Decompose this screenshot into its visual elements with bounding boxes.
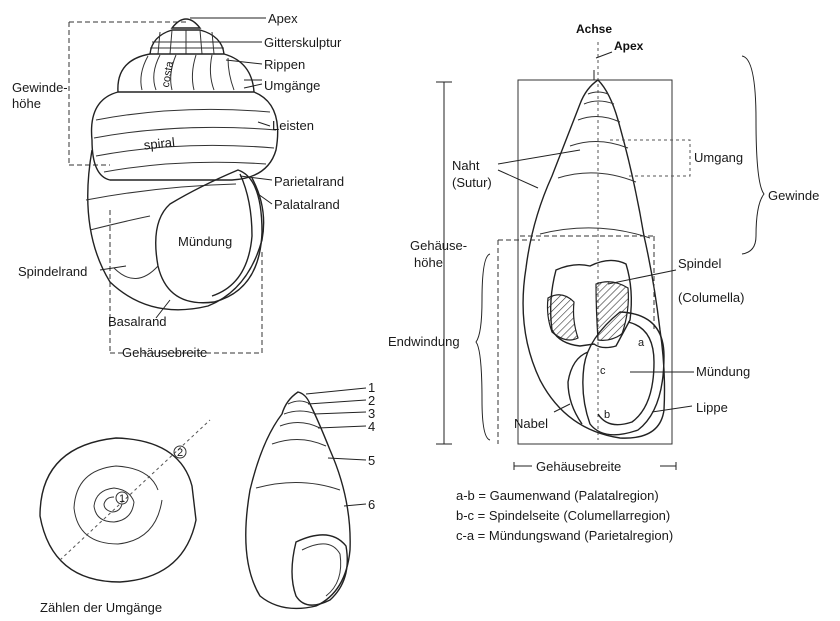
apex-leader — [594, 52, 612, 80]
gitterskulptur-label: Gitterskulptur — [264, 35, 342, 50]
legend-line-ca: c-a = Mündungswand (Parietalregion) — [456, 528, 673, 543]
spindel-leader — [608, 270, 676, 284]
gehaeusehoehe-label-1: Gehäuse- — [410, 238, 467, 253]
endwindung-brace — [476, 254, 490, 440]
gewinde-label: Gewinde — [768, 188, 819, 203]
endwindung-label: Endwindung — [388, 334, 460, 349]
last-whorl-bands — [86, 184, 236, 230]
rib-lines — [141, 55, 234, 90]
naht-leaders — [498, 150, 580, 188]
gehaeusebreite-label-a: Gehäusebreite — [122, 345, 207, 360]
counting-caption: Zählen der Umgänge — [40, 600, 162, 615]
leisten-label: Leisten — [272, 118, 314, 133]
spindle-edge — [114, 266, 158, 279]
numbered-shell-outline — [246, 392, 350, 608]
panel-d-numbered-shell: 1 2 3 4 5 6 — [246, 380, 375, 608]
point-c-label: c — [600, 365, 606, 377]
panel-b-shell: Achse Apex Naht (Sutur) Umgang Gewinde G… — [388, 22, 819, 543]
naht-label-1: Naht — [452, 158, 480, 173]
numbered-shell-lip — [302, 544, 341, 596]
lippe-label: Lippe — [696, 400, 728, 415]
gewindehoehe-label-2: höhe — [12, 96, 41, 111]
last-whorl — [88, 150, 264, 310]
body-whorl-dash — [520, 236, 656, 330]
whorl-1-number: 1 — [119, 493, 125, 505]
palatalrand-label: Palatalrand — [274, 197, 340, 212]
gehaeusebreite-label-b: Gehäusebreite — [536, 459, 621, 474]
spiral-lines — [94, 109, 276, 172]
spiral-whorl — [92, 92, 278, 180]
gewinde-bracket — [742, 56, 764, 254]
gewindehoehe-label-1: Gewinde- — [12, 80, 68, 95]
apex-label: Apex — [268, 11, 298, 26]
basalrand-label: Basalrand — [108, 314, 167, 329]
spindelrand-label: Spindelrand — [18, 264, 87, 279]
point-a-label: a — [638, 337, 645, 349]
planispiral-whorl-1 — [94, 488, 134, 522]
spiral-word: spiral — [143, 134, 176, 152]
cutaway-hatch-left — [548, 295, 579, 340]
costa-whorl — [118, 54, 254, 92]
costa-word: costa — [160, 60, 177, 89]
whorl-number-6: 6 — [368, 497, 375, 512]
spindel-label-1: Spindel — [678, 256, 721, 271]
numbered-shell-sutures — [256, 401, 340, 490]
umgang-label: Umgang — [694, 150, 743, 165]
whorl-number-4: 4 — [368, 419, 375, 434]
naht-label-2: (Sutur) — [452, 175, 492, 190]
muendung-label-b: Mündung — [696, 364, 750, 379]
panel-c-counting: 1 2 Zählen der Umgänge — [40, 420, 210, 615]
whorl-number-5: 5 — [368, 453, 375, 468]
panel-a-shell: costa spiral Apex Gitterskulptur Rippen … — [12, 11, 344, 360]
parietalrand-label: Parietalrand — [274, 174, 344, 189]
apex-cap — [172, 19, 200, 28]
shell-outline — [523, 80, 664, 438]
counting-line — [60, 420, 210, 560]
whorl-2-number: 2 — [177, 447, 183, 459]
muendung-label-a: Mündung — [178, 234, 232, 249]
legend-line-ab: a-b = Gaumenwand (Palatalregion) — [456, 488, 659, 503]
rippen-label: Rippen — [264, 57, 305, 72]
point-b-label: b — [604, 409, 610, 421]
gehaeusehoehe-label-2: höhe — [414, 255, 443, 270]
spindel-label-2: (Columella) — [678, 290, 744, 305]
numbered-shell-aperture — [292, 535, 347, 605]
legend-line-bc: b-c = Spindelseite (Columellarregion) — [456, 508, 670, 523]
umgaenge-label: Umgänge — [264, 78, 320, 93]
nabel-label: Nabel — [514, 416, 548, 431]
gehaeusebreite-bracket — [110, 210, 262, 353]
achse-label: Achse — [576, 22, 612, 36]
apex-label-b: Apex — [614, 39, 644, 53]
endwindung-bracket — [498, 240, 540, 444]
